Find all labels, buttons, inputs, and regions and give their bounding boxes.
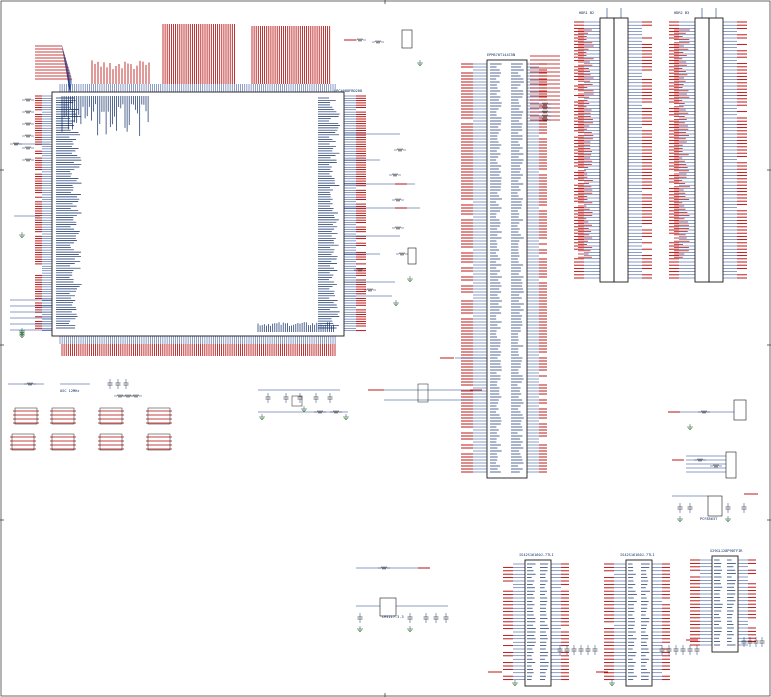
cpld-body <box>486 59 528 479</box>
resistor-symbol <box>24 157 32 163</box>
switch-cell <box>147 407 171 425</box>
memory-body <box>625 559 653 687</box>
osc-block-label: OSC 12MHz <box>60 389 79 393</box>
resistor-symbol <box>374 39 382 45</box>
mcu-part-label: LPC4088FBD208 <box>334 89 362 93</box>
header1-label: HDR1 B2 <box>579 11 594 15</box>
opamp-body <box>291 395 303 407</box>
resistor-symbol <box>24 97 32 103</box>
resistor-symbol <box>356 267 364 273</box>
resistor-symbol <box>396 147 404 153</box>
regulator-body <box>379 597 397 617</box>
resistor-symbol <box>366 287 374 293</box>
connector-body <box>725 451 737 479</box>
resistor-symbol <box>398 251 406 257</box>
resistor-symbol <box>24 145 32 151</box>
resistor-symbol <box>24 133 32 139</box>
resistor-symbol <box>316 409 324 415</box>
switch-cell <box>11 433 35 451</box>
label-layer: LPC4088FBD208 EPM570T144C5N HDR1 B2 HDR2… <box>60 11 743 619</box>
resistor-symbol <box>541 105 549 111</box>
connector-body <box>733 399 747 421</box>
resistor-symbol <box>541 109 549 115</box>
wire <box>69 78 73 93</box>
header2-label: HDR2 B3 <box>674 11 689 15</box>
resistor-symbol <box>394 197 402 203</box>
header-body <box>708 17 724 283</box>
resistor-symbol <box>24 109 32 115</box>
resistor-symbol <box>712 463 720 469</box>
header-body <box>694 17 710 283</box>
resistor-symbol <box>24 121 32 127</box>
resistor-symbol <box>700 409 708 415</box>
resistor-symbol <box>541 101 549 107</box>
mem1-part-label: IS42S16160J-7TLI <box>519 553 554 557</box>
resistor-symbol <box>391 172 399 178</box>
resistor-symbol <box>26 381 34 387</box>
resistor-symbol <box>132 393 140 399</box>
resistor-symbol <box>696 457 704 463</box>
switch-cell <box>99 433 123 451</box>
flash-part-label: S29GL128P90TFIR <box>710 549 743 553</box>
component-layer <box>11 17 765 687</box>
resistor-symbol <box>394 225 402 231</box>
switch-cell <box>147 433 171 451</box>
wire-layer <box>8 8 763 683</box>
resistor-symbol <box>116 393 124 399</box>
reg-part-label: LM1117-3.3 <box>382 615 404 619</box>
transistor-body <box>407 247 417 265</box>
cpld-part-label: EPM570T144C5N <box>487 53 515 57</box>
header-body <box>599 17 615 283</box>
switch-cell <box>51 407 75 425</box>
memory-body <box>524 559 552 687</box>
rtc-body <box>707 495 723 517</box>
resistor-symbol <box>541 113 549 119</box>
memory-body <box>711 555 739 653</box>
rtc-part-label: PCF8563T <box>700 517 718 521</box>
button-body <box>417 383 429 403</box>
resistor-symbol <box>541 117 549 123</box>
header-body <box>613 17 629 283</box>
resistor-symbol <box>124 393 132 399</box>
resistor-symbol <box>12 141 20 147</box>
transistor-body <box>401 29 413 49</box>
mem2-part-label: IS42S16160J-7TLI <box>620 553 655 557</box>
resistor-symbol <box>356 37 364 43</box>
switch-cell <box>14 407 38 425</box>
switch-cell <box>99 407 123 425</box>
resistor-symbol <box>332 409 340 415</box>
mcu-body <box>51 91 345 337</box>
resistor-symbol <box>380 565 388 571</box>
switch-cell <box>51 433 75 451</box>
